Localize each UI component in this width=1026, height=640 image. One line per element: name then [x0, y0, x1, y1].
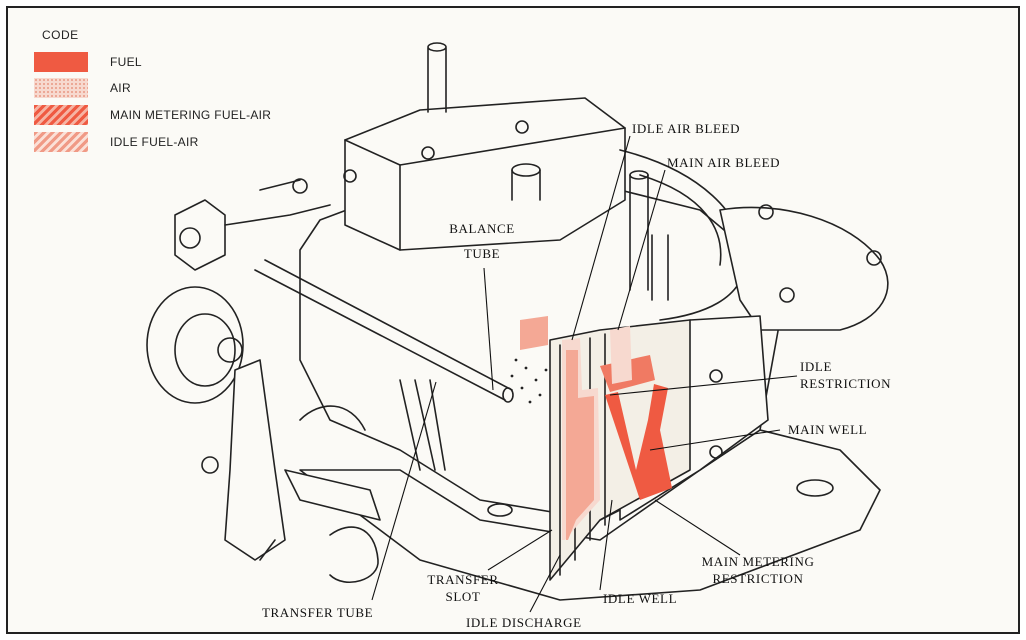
label-idle-restriction-line1: IDLE — [800, 359, 832, 374]
label-idle-discharge: IDLE DISCHARGE — [466, 615, 582, 630]
label-transfer-tube: TRANSFER TUBE — [262, 605, 374, 620]
label-main-metering-restriction-line1: MAIN METERING — [701, 554, 815, 569]
legend-label-main-metering: MAIN METERING FUEL-AIR — [110, 108, 272, 122]
label-balance-tube: BALANCE TUBE — [444, 220, 520, 262]
label-transfer-slot-line1: TRANSFER — [427, 572, 499, 587]
label-main-air-bleed: MAIN AIR BLEED — [667, 155, 781, 170]
label-idle-restriction-line2: RESTRICTION — [800, 376, 892, 391]
legend-label-idle-fuel-air: IDLE FUEL-AIR — [110, 135, 199, 149]
fuel-passage — [605, 384, 672, 500]
label-idle-well: IDLE WELL — [603, 591, 678, 606]
transfer-tube-rod — [254, 259, 513, 401]
label-balance-tube-line1: BALANCE — [449, 221, 515, 236]
base-flange — [299, 429, 881, 601]
legend-label-air: AIR — [110, 81, 131, 95]
legend-title: CODE — [42, 28, 79, 42]
label-idle-restriction: IDLE RESTRICTION — [800, 358, 891, 392]
fuel-bowl — [344, 97, 626, 251]
fuel-swatch — [34, 52, 88, 72]
fuel-droplets — [510, 358, 548, 404]
label-transfer-slot: TRANSFER SLOT — [418, 571, 508, 605]
legend-label-fuel: FUEL — [110, 55, 142, 69]
throttle-lever — [224, 359, 286, 561]
idle-fuel-air-passage — [566, 350, 594, 540]
vacuum-break — [146, 286, 244, 404]
label-idle-air-bleed: IDLE AIR BLEED — [632, 121, 741, 136]
label-balance-tube-line2: TUBE — [463, 246, 501, 261]
legend-item-fuel: FUEL — [34, 52, 294, 72]
main-metering-swatch — [34, 105, 88, 125]
label-main-metering-restriction-line2: RESTRICTION — [712, 571, 804, 586]
label-main-well: MAIN WELL — [788, 422, 868, 437]
leader-lines — [371, 135, 798, 613]
vent-tube — [427, 47, 447, 113]
label-transfer-slot-line2: SLOT — [445, 589, 481, 604]
air-swatch — [34, 78, 88, 98]
idle-fuel-air-swatch — [34, 132, 88, 152]
legend-item-main-metering: MAIN METERING FUEL-AIR — [34, 105, 294, 125]
legend-item-idle-fuel-air: IDLE FUEL-AIR — [34, 132, 294, 152]
legend-item-air: AIR — [34, 78, 294, 98]
label-main-metering-restriction: MAIN METERING RESTRICTION — [690, 553, 826, 587]
